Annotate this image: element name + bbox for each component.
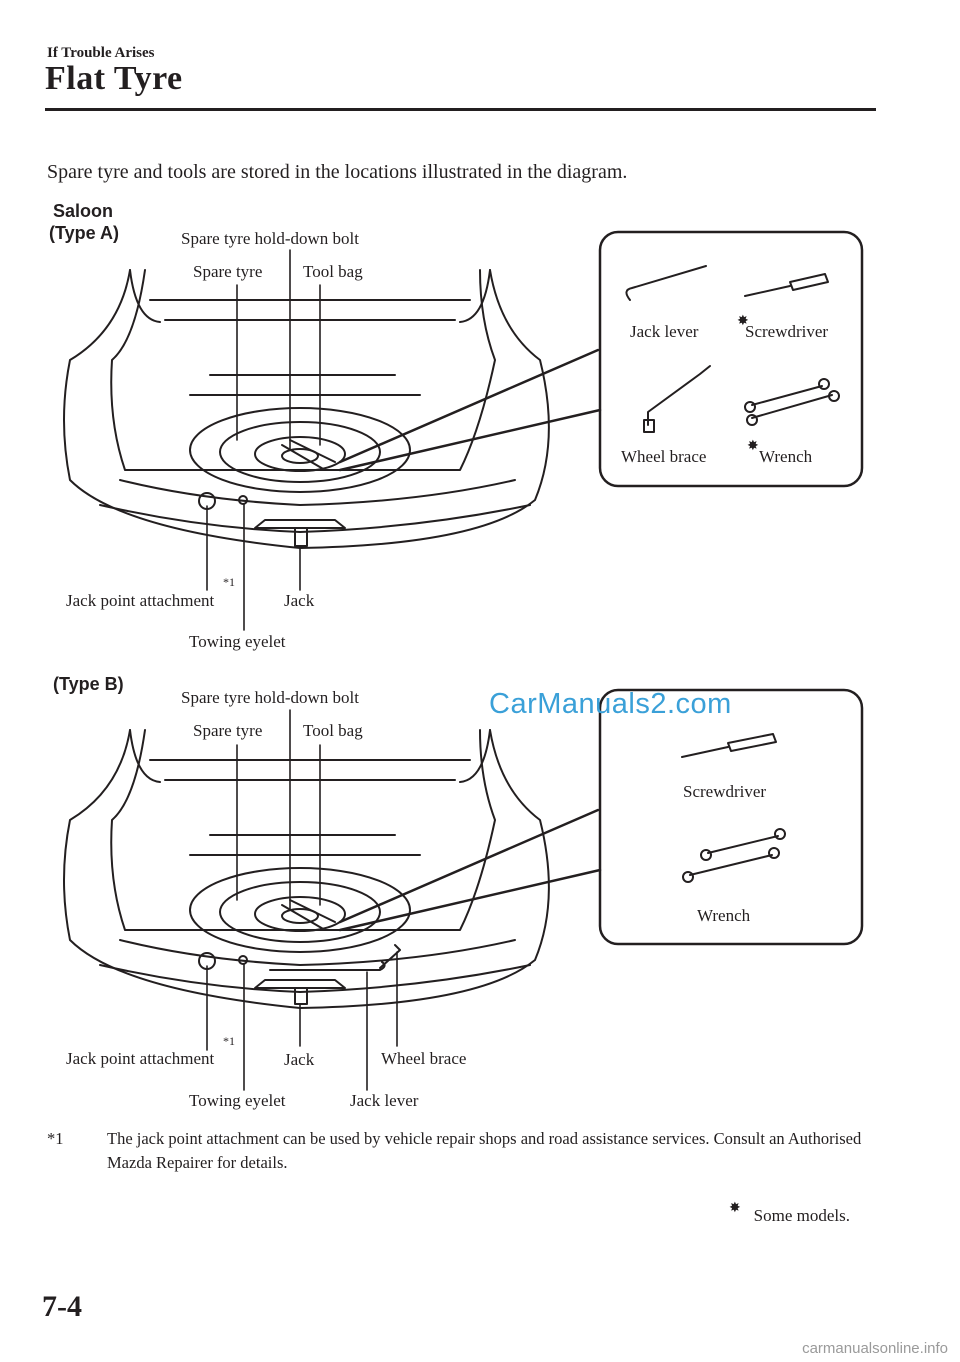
leader-lines-b [206, 709, 398, 1091]
label-jack-point-attachment-b: Jack point attachment [66, 1049, 215, 1068]
label-towing-eyelet-b: Towing eyelet [189, 1091, 286, 1110]
figure-a-label-line2: (Type A) [49, 223, 119, 243]
trunk-illustration-b [63, 729, 602, 1009]
label-towing-eyelet-a: Towing eyelet [189, 632, 286, 651]
label-star1-b: *1 [223, 1034, 235, 1048]
page-number: 7-4 [42, 1290, 82, 1323]
label-wrench-b: Wrench [697, 906, 751, 925]
label-jack-point-attachment-a: Jack point attachment [66, 591, 215, 610]
star-marks: ✸ ✸ ✸ [729, 313, 759, 1216]
label-wheel-brace-b: Wheel brace [381, 1049, 467, 1068]
leader-lines-a [206, 249, 321, 631]
label-tool-bag-a: Tool bag [303, 262, 363, 281]
trunk-illustration-a [63, 269, 602, 549]
label-spare-tyre-b: Spare tyre [193, 721, 263, 740]
footnote-text: The jack point attachment can be used by… [107, 1129, 862, 1172]
tools-inset-a [598, 230, 864, 488]
label-screwdriver-b: Screwdriver [683, 782, 767, 801]
label-spare-tyre-hold-down-bolt-b: Spare tyre hold-down bolt [181, 688, 359, 707]
figure-a-label-line1: Saloon [53, 201, 114, 221]
tools-inset-b [598, 688, 864, 946]
label-jack-a: Jack [284, 591, 315, 610]
label-jack-b: Jack [284, 1050, 315, 1069]
page-title: Flat Tyre [45, 60, 183, 97]
some-models-note: Some models. [753, 1206, 850, 1225]
star-icon: ✸ [729, 1200, 741, 1216]
footnote: *1 The jack point attachment can be used… [47, 1127, 887, 1177]
tool-drawings-a [625, 265, 840, 433]
label-tool-bag-b: Tool bag [303, 721, 363, 740]
label-spare-tyre-hold-down-bolt-a: Spare tyre hold-down bolt [181, 229, 359, 248]
label-jack-lever-b: Jack lever [350, 1091, 419, 1110]
figure-b-label: (Type B) [53, 674, 124, 694]
watermark: CarManuals2.com [489, 688, 732, 720]
label-wheel-brace-a: Wheel brace [621, 447, 707, 466]
tool-drawings-b [681, 733, 786, 883]
site-footer: carmanualsonline.info [802, 1340, 948, 1357]
intro-text: Spare tyre and tools are stored in the l… [47, 161, 628, 183]
label-wrench-a: Wrench [759, 447, 813, 466]
footnote-mark: *1 [47, 1129, 64, 1148]
label-spare-tyre-a: Spare tyre [193, 262, 263, 281]
section-heading: If Trouble Arises [47, 45, 155, 61]
label-screwdriver-a: Screwdriver [745, 322, 829, 341]
star-icon: ✸ [747, 438, 759, 454]
title-rule [45, 108, 876, 111]
label-star1-a: *1 [223, 575, 235, 589]
star-icon: ✸ [737, 313, 749, 329]
label-jack-lever-a: Jack lever [630, 322, 699, 341]
